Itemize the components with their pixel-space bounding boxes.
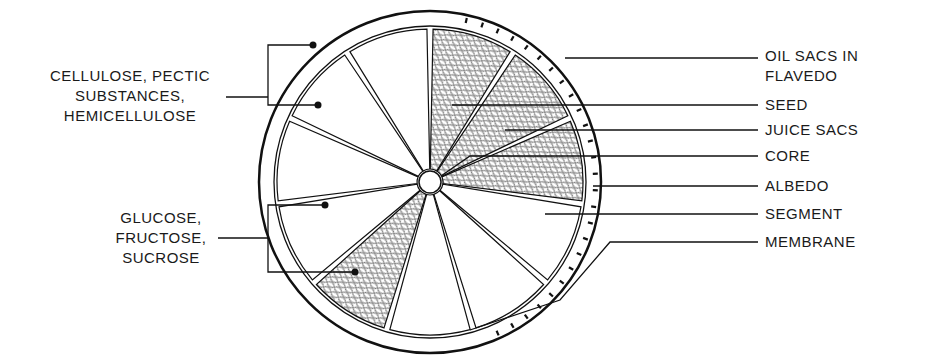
oil-sac: [560, 80, 564, 83]
oil-sac: [583, 124, 588, 126]
oil-sacs: [466, 18, 598, 335]
segment-wedge: [350, 29, 430, 171]
oil-sac: [525, 315, 528, 319]
bracket-stem: [226, 96, 268, 97]
oil-sac: [466, 18, 467, 23]
leader-line: [441, 156, 758, 176]
leader-line: [545, 213, 758, 214]
oil-sac: [511, 323, 513, 327]
part-label: JUICE SACS: [765, 120, 915, 140]
bracket: [268, 205, 355, 272]
oil-sac: [569, 94, 573, 97]
oil-sac: [560, 281, 564, 284]
leader-line: [452, 104, 758, 105]
oil-sac: [588, 222, 593, 223]
composition-label: CELLULOSE, PECTIC SUBSTANCES, HEMICELLUL…: [36, 66, 224, 126]
oil-sac: [549, 293, 553, 296]
leader-lines: [218, 45, 758, 330]
part-label: ALBEDO: [765, 176, 915, 196]
oil-sac: [511, 36, 513, 40]
albedo-inner-edge: [274, 26, 586, 338]
oil-sac: [497, 331, 499, 336]
leader-line: [470, 242, 758, 330]
oil-sac: [497, 29, 499, 34]
oil-sac: [481, 23, 483, 28]
part-label: CORE: [765, 146, 915, 166]
part-label: SEED: [765, 95, 915, 115]
core-circle: [419, 171, 441, 193]
part-label: OIL SACS IN FLAVEDO: [765, 46, 877, 86]
oil-sac: [538, 56, 541, 60]
oil-sac: [593, 189, 598, 191]
segments: [277, 29, 583, 335]
oil-sac: [525, 45, 528, 49]
oil-sac: [583, 238, 588, 240]
bracket: [268, 45, 318, 105]
oil-sac: [577, 253, 582, 255]
oil-sac: [591, 205, 596, 208]
oil-sac: [569, 267, 573, 270]
leader-line: [505, 129, 758, 130]
part-label: SEGMENT: [765, 204, 915, 224]
oil-sac: [593, 173, 598, 175]
leader-line: [565, 57, 758, 58]
part-label: MEMBRANE: [765, 232, 915, 252]
rind-outline: [259, 11, 601, 353]
composition-label: GLUCOSE, FRUCTOSE, SUCROSE: [105, 208, 217, 268]
callout-dots: [310, 42, 359, 276]
leader-line: [593, 185, 758, 186]
oil-sac: [577, 109, 582, 111]
bracket-stem: [218, 237, 268, 238]
oil-sac: [549, 67, 553, 70]
oil-sac: [588, 140, 593, 141]
